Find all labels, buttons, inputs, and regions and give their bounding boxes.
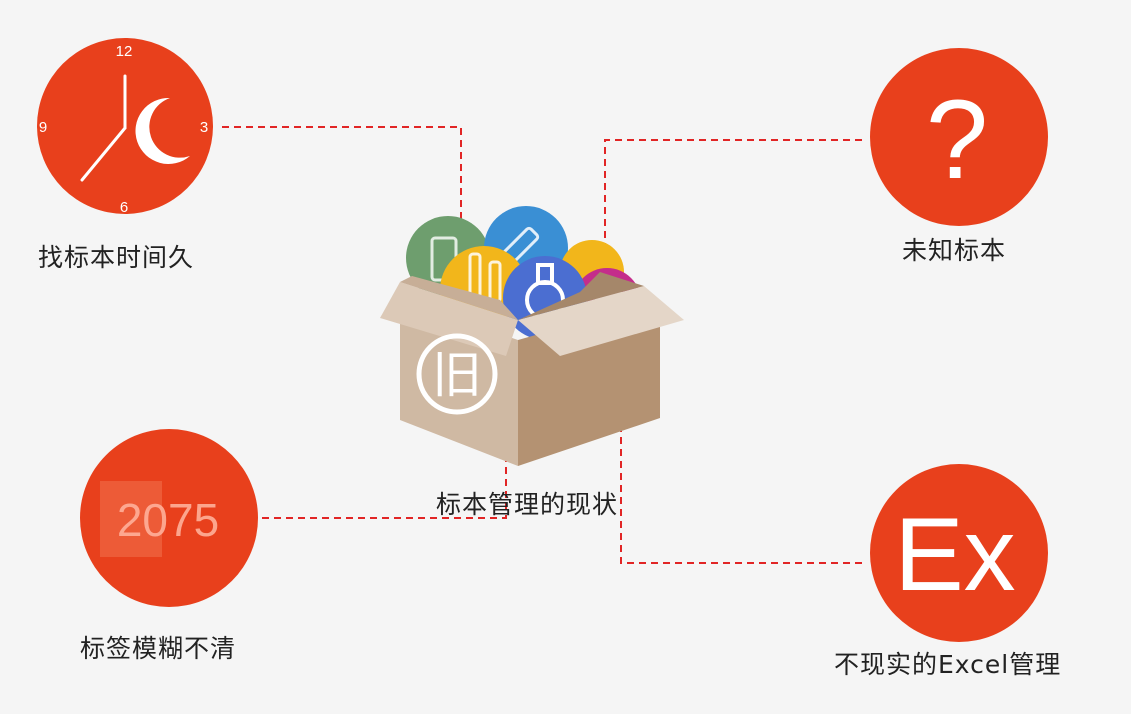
box-flap-right [518, 286, 684, 356]
caption-excel: 不现实的Excel管理 [834, 650, 1062, 679]
caption-question: 未知标本 [902, 236, 1007, 265]
moon-icon [135, 97, 190, 164]
specimen-box-illustration: 旧 [380, 206, 684, 466]
blurry-patch [100, 481, 162, 557]
question-icon: ? [926, 77, 988, 202]
box-badge-glyph: 旧 [432, 346, 482, 404]
box-flap-back [400, 276, 518, 320]
excel-icon: Ex [894, 497, 1015, 613]
caption-center: 标本管理的现状 [436, 490, 619, 519]
question-circle: ? [870, 48, 1048, 226]
clock-numeral-6: 6 [120, 199, 128, 216]
connector-excel [620, 300, 862, 564]
box-badge [416, 333, 498, 415]
blurry-digits: 2075 [117, 494, 219, 546]
clock-circle: 12 3 6 9 [37, 38, 213, 216]
caption-clock: 找标本时间久 [38, 243, 195, 272]
clock-numeral-9: 9 [39, 119, 47, 136]
box-flap-right-inner [518, 272, 644, 320]
excel-circle: Ex [870, 464, 1048, 642]
clock-numeral-12: 12 [116, 43, 133, 60]
connector-question [604, 139, 862, 270]
box-flap-left [380, 282, 518, 356]
clock-minute-hand [80, 126, 127, 182]
clock-numeral-3: 3 [200, 119, 208, 136]
blurry-label-circle: 2075 [80, 429, 258, 607]
caption-blurry: 标签模糊不清 [80, 634, 237, 663]
